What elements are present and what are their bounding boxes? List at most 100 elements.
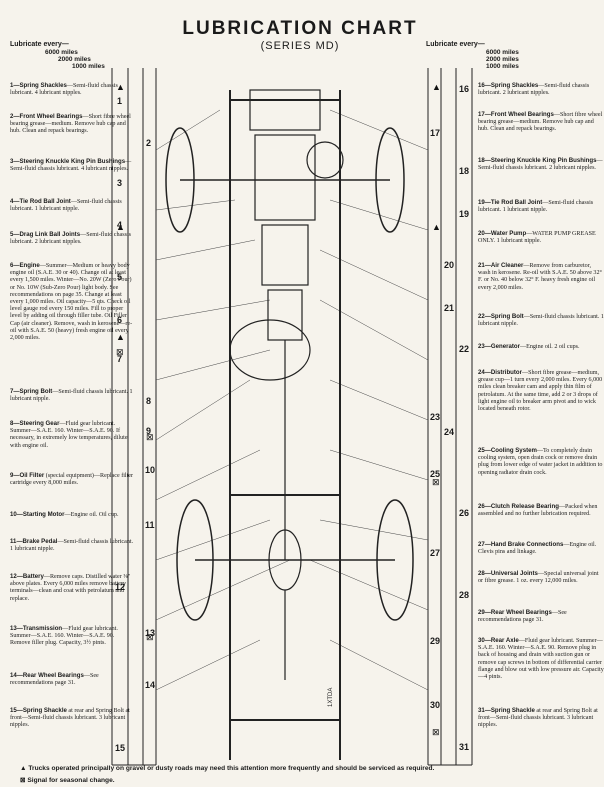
right-number-21: 21 — [444, 303, 455, 313]
legend-label: 7—Spring Bolt — [10, 388, 53, 395]
right-number-29: 29 — [430, 636, 441, 646]
legend-text: —Short fibre grease—medium, grease cup—1… — [478, 370, 603, 413]
legend-item-4: 4—Tie Rod Ball Joint—Semi-fluid chassis … — [10, 198, 136, 213]
legend-text: —Special universal joint or fibre grease… — [478, 571, 599, 585]
right-number-20: 20 — [444, 260, 455, 270]
legend-text: —Semi-fluid chassis lubricant. 2 lubrica… — [10, 232, 132, 246]
left-number-1: 1 — [117, 96, 123, 106]
legend-item-31: 31—Spring Shackle at rear and Spring Bol… — [478, 707, 604, 730]
chart-title: LUBRICATION CHART — [182, 18, 418, 39]
left-number-11: 11 — [145, 520, 155, 530]
legend-text: at rear and Spring Bolt at front—Semi-fl… — [478, 708, 598, 729]
legend-text: —Semi-fluid chassis lubricant. 4 lubrica… — [10, 83, 118, 97]
left-number-8: 8 — [146, 396, 152, 406]
right-number-31: 31 — [459, 742, 470, 752]
legend-text: —WATER PUMP GREASE ONLY. 1 lubricant nip… — [478, 231, 596, 245]
right-number-17: 17 — [430, 128, 441, 138]
right-miles-6000: 6000 miles — [486, 49, 519, 56]
legend-text: (special equipment)—Replace filter cartr… — [10, 473, 134, 487]
legend-text: —Fluid gear lubricant. Summer—S.A.E. 160… — [478, 638, 604, 681]
legend-text: —Semi-fluid chassis lubricant. 4 lubrica… — [10, 159, 132, 173]
legend-item-26: 26—Clutch Release Bearing—Packed when as… — [478, 503, 604, 518]
legend-label: 17—Front Wheel Bearings — [478, 111, 554, 118]
left-number-4: 4 — [117, 220, 123, 230]
legend-item-19: 19—Tie Rod Ball Joint—Semi-fluid chassis… — [478, 199, 604, 214]
legend-item-6: 6—Engine—Summer—Medium or heavy body eng… — [10, 262, 136, 342]
legend-text: —Semi-fluid chassis lubricant. 1 lubrica… — [10, 389, 133, 403]
svg-text:▲: ▲ — [116, 82, 125, 92]
legend-label: 9—Oil Filter — [10, 472, 45, 479]
legend-label: 22—Spring Bolt — [478, 313, 524, 320]
right-number-16: 16 — [459, 84, 470, 94]
left-number-10: 10 — [145, 465, 156, 475]
right-number-18: 18 — [459, 166, 470, 176]
legend-label: 19—Tie Rod Ball Joint — [478, 199, 543, 206]
left-number-2: 2 — [146, 138, 152, 148]
legend-label: 3—Steering Knuckle King Pin Bushings — [10, 158, 126, 165]
legend-text: at rear and Spring Bolt at front—Semi-fl… — [10, 708, 130, 729]
right-number-24: 24 — [444, 427, 455, 437]
legend-text: —Short fibre wheel bearing grease—medium… — [478, 112, 603, 133]
legend-text: —Semi-fluid chassis lubricant. 1 lubrica… — [478, 314, 604, 328]
right-number-25: 25 — [430, 469, 441, 479]
right-number-28: 28 — [459, 590, 470, 600]
legend-label: 14—Rear Wheel Bearings — [10, 672, 84, 679]
legend-text: —Remove from carburetor, wash in kerosen… — [478, 263, 602, 291]
legend-item-11: 11—Brake Pedal—Semi-fluid chassis lubric… — [10, 538, 136, 553]
right-number-23: 23 — [430, 412, 441, 422]
legend-text: —See recommendations page 31. — [10, 673, 99, 687]
legend-text: —Semi-fluid chassis lubricant. 1 lubrica… — [10, 539, 134, 553]
legend-label: 16—Spring Shackles — [478, 82, 539, 89]
footnote-triangle: ▲ Trucks operated principally on gravel … — [20, 765, 435, 772]
legend-item-14: 14—Rear Wheel Bearings—See recommendatio… — [10, 672, 136, 687]
legend-label: 4—Tie Rod Ball Joint — [10, 198, 71, 205]
legend-label: 2—Front Wheel Bearings — [10, 113, 83, 120]
left-miles-2000: 2000 miles — [58, 56, 91, 63]
legend-text: —Engine oil. 2 oil cups. — [520, 344, 580, 350]
legend-text: —Engine oil. Clevis pins and linkage. — [478, 542, 597, 556]
legend-text: —Packed when assembled and no further lu… — [478, 504, 598, 518]
left-number-13: 13 — [145, 628, 156, 638]
legend-text: —Engine oil. Oil cup. — [64, 512, 119, 518]
legend-label: 12—Battery — [10, 573, 44, 580]
left-number-15: 15 — [115, 743, 126, 753]
legend-text: —Short fibre wheel bearing grease—medium… — [10, 114, 131, 135]
legend-label: 26—Clutch Release Bearing — [478, 503, 559, 510]
footnote-seasonal: ⊠ Signal for seasonal change. — [20, 777, 115, 784]
legend-item-17: 17—Front Wheel Bearings—Short fibre whee… — [478, 111, 604, 134]
legend-label: 11—Brake Pedal — [10, 538, 58, 545]
legend-label: 6—Engine — [10, 262, 40, 269]
legend-label: 1—Spring Shackles — [10, 82, 67, 89]
figure-code: 1XTDA — [328, 688, 334, 707]
legend-text: —Semi-fluid chassis lubricant. 2 lubrica… — [478, 83, 590, 97]
chart-subtitle: (SERIES MD) — [260, 40, 340, 52]
left-number-14: 14 — [145, 680, 156, 690]
left-number-9: 9 — [146, 426, 152, 436]
right-number-22: 22 — [459, 344, 470, 354]
legend-label: 13—Transmission — [10, 625, 63, 632]
legend-label: 23—Generator — [478, 343, 520, 350]
legend-item-20: 20—Water Pump—WATER PUMP GREASE ONLY. 1 … — [478, 230, 604, 245]
right-number-30: 30 — [430, 700, 441, 710]
svg-text:▲: ▲ — [432, 82, 441, 92]
legend-item-16: 16—Spring Shackles—Semi-fluid chassis lu… — [478, 82, 604, 97]
legend-text: —Semi-fluid chassis lubricant. 1 lubrica… — [10, 199, 122, 213]
legend-label: 8—Steering Gear — [10, 420, 60, 427]
legend-label: 31—Spring Shackle — [478, 707, 535, 714]
legend-item-23: 23—Generator—Engine oil. 2 oil cups. — [478, 343, 604, 351]
legend-label: 20—Water Pump — [478, 230, 527, 237]
svg-text:⊠: ⊠ — [146, 432, 154, 442]
left-miles-1000: 1000 miles — [72, 63, 105, 70]
left-number-5: 5 — [117, 272, 123, 282]
legend-item-28: 28—Universal Joints—Special universal jo… — [478, 570, 604, 585]
right-number-26: 26 — [459, 508, 470, 518]
left-number-12: 12 — [115, 582, 126, 592]
legend-label: 18—Steering Knuckle King Pin Bushings — [478, 157, 597, 164]
svg-text:⊠: ⊠ — [432, 477, 440, 487]
svg-text:▲: ▲ — [116, 332, 125, 342]
right-lubricate-header: Lubricate every— — [426, 41, 485, 48]
left-lubricate-header: Lubricate every— — [10, 41, 69, 48]
legend-item-10: 10—Starting Motor—Engine oil. Oil cup. — [10, 511, 136, 519]
legend-label: 30—Rear Axle — [478, 637, 519, 644]
